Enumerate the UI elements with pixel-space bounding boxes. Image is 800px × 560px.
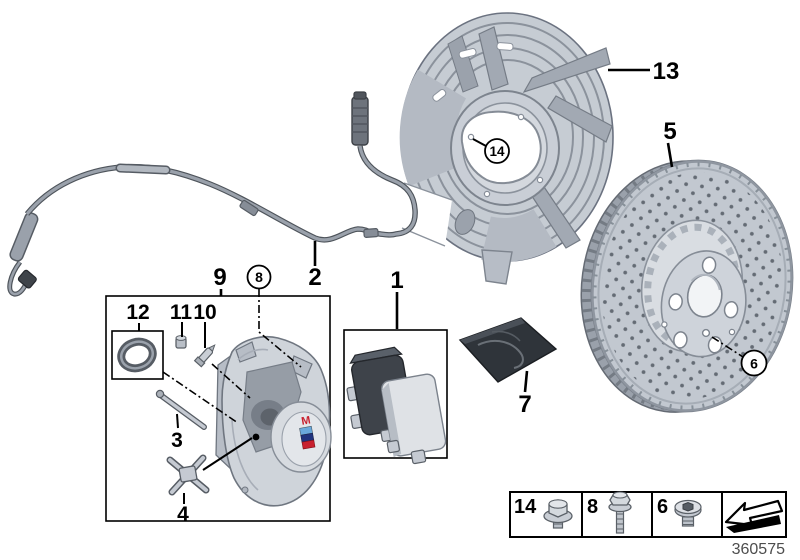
callout-12[interactable]: 12 [126, 301, 150, 331]
grease-sachet-graphic [458, 317, 558, 383]
callout-14-label[interactable]: 14 [489, 144, 505, 159]
callout-8-circled[interactable]: 8 [246, 264, 302, 368]
callout-13-label[interactable]: 13 [653, 58, 680, 85]
callout-8-label[interactable]: 8 [255, 269, 263, 285]
bleeder-screw-graphic [193, 344, 216, 368]
callout-5-label[interactable]: 5 [663, 118, 676, 145]
callout-11[interactable]: 11 [170, 301, 193, 337]
callout-10[interactable]: 10 [193, 301, 217, 348]
countersunk-socket-plug-icon [674, 499, 702, 527]
brake-pad-front-graphic [381, 373, 447, 465]
callout-14-circled[interactable]: 14 [472, 138, 510, 164]
sensor-connector [351, 91, 369, 146]
sensor-sleeve [9, 212, 39, 262]
callout-7-label[interactable]: 7 [518, 391, 531, 418]
legend-6-label[interactable]: 6 [657, 496, 668, 518]
legend-8-label[interactable]: 8 [587, 496, 598, 518]
hex-flange-bolt-long-icon [608, 491, 632, 534]
direction-arrow-icon [724, 499, 784, 533]
callout-1-label[interactable]: 1 [390, 267, 403, 294]
callout-6-label[interactable]: 6 [750, 356, 758, 372]
wear-sensor-cable-graphic [7, 91, 418, 297]
sensor-head [17, 269, 37, 289]
brake-pad-kit-box [343, 329, 448, 465]
guide-pin-graphic [155, 389, 207, 430]
brake-caliper-graphic: M [215, 336, 332, 507]
callout-2-label[interactable]: 2 [308, 264, 321, 291]
callout-9-label[interactable]: 9 [213, 264, 226, 291]
callout-4-label[interactable]: 4 [177, 503, 189, 526]
callout-13[interactable]: 13 [608, 58, 679, 85]
legend-14-label[interactable]: 14 [514, 496, 537, 518]
anti-rattle-spring-graphic [166, 454, 210, 496]
callout-3-label[interactable]: 3 [171, 429, 183, 452]
diagram-doc-number: 360575 [732, 541, 785, 558]
callout-5[interactable]: 5 [663, 118, 677, 168]
seal-sub-box [111, 330, 164, 380]
hex-flange-bolt-short-icon [543, 499, 573, 529]
callout-1[interactable]: 1 [390, 267, 404, 329]
bleeder-cap-graphic [175, 335, 187, 349]
m-logo-letter: M [300, 414, 311, 427]
m-logo: M [299, 414, 316, 450]
drilled-holes-field [601, 172, 783, 400]
fastener-legend: 14 8 6 [509, 491, 787, 538]
disc-retaining-screw-hole [701, 328, 711, 338]
callout-7[interactable]: 7 [518, 370, 532, 418]
callout-6-circled[interactable]: 6 [711, 336, 768, 377]
piston-seal-graphic [117, 337, 157, 373]
callout-4[interactable]: 4 [177, 493, 189, 526]
callout-9[interactable]: 9 [213, 264, 227, 296]
callout-11-label[interactable]: 11 [170, 301, 193, 324]
callout-12-label[interactable]: 12 [126, 301, 149, 324]
callout-10-label[interactable]: 10 [193, 301, 216, 324]
callout-3[interactable]: 3 [171, 413, 183, 452]
callout-2[interactable]: 2 [308, 241, 322, 291]
